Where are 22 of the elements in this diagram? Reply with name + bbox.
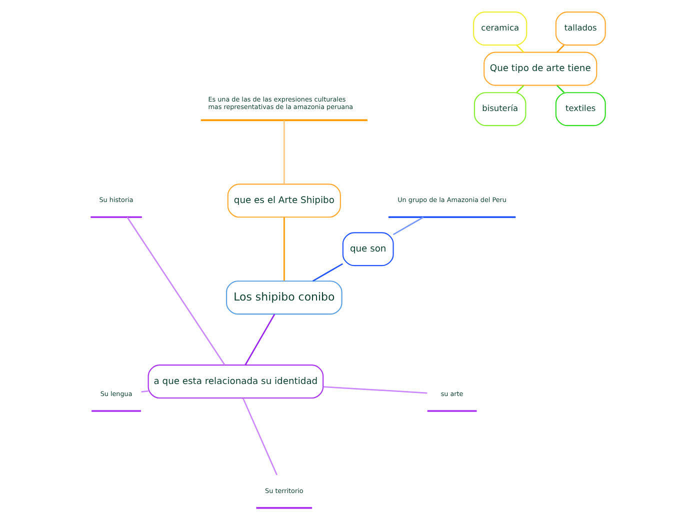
connector — [323, 386, 428, 394]
connector — [516, 44, 524, 53]
node-box: textiles — [555, 92, 606, 126]
connector — [312, 263, 344, 282]
connector — [516, 84, 524, 93]
connector — [141, 390, 148, 392]
node-box: bisutería — [474, 92, 526, 126]
connector — [244, 314, 276, 366]
connector — [283, 120, 285, 184]
connector — [556, 84, 565, 93]
node-box: que es el Arte Shipibo — [227, 184, 341, 218]
node-box: a que esta relacionada su identidad — [148, 364, 324, 399]
connector — [283, 217, 285, 281]
node-box: ceramica — [473, 12, 528, 46]
connector — [126, 216, 226, 366]
node-box: tallados — [555, 12, 606, 46]
node-box: Que tipo de arte tiene — [484, 52, 598, 86]
connector — [556, 44, 565, 53]
node-box: Los shipibo conibo — [226, 280, 342, 315]
connector — [242, 398, 278, 476]
node-box: que son — [342, 232, 394, 266]
connector — [392, 216, 424, 236]
